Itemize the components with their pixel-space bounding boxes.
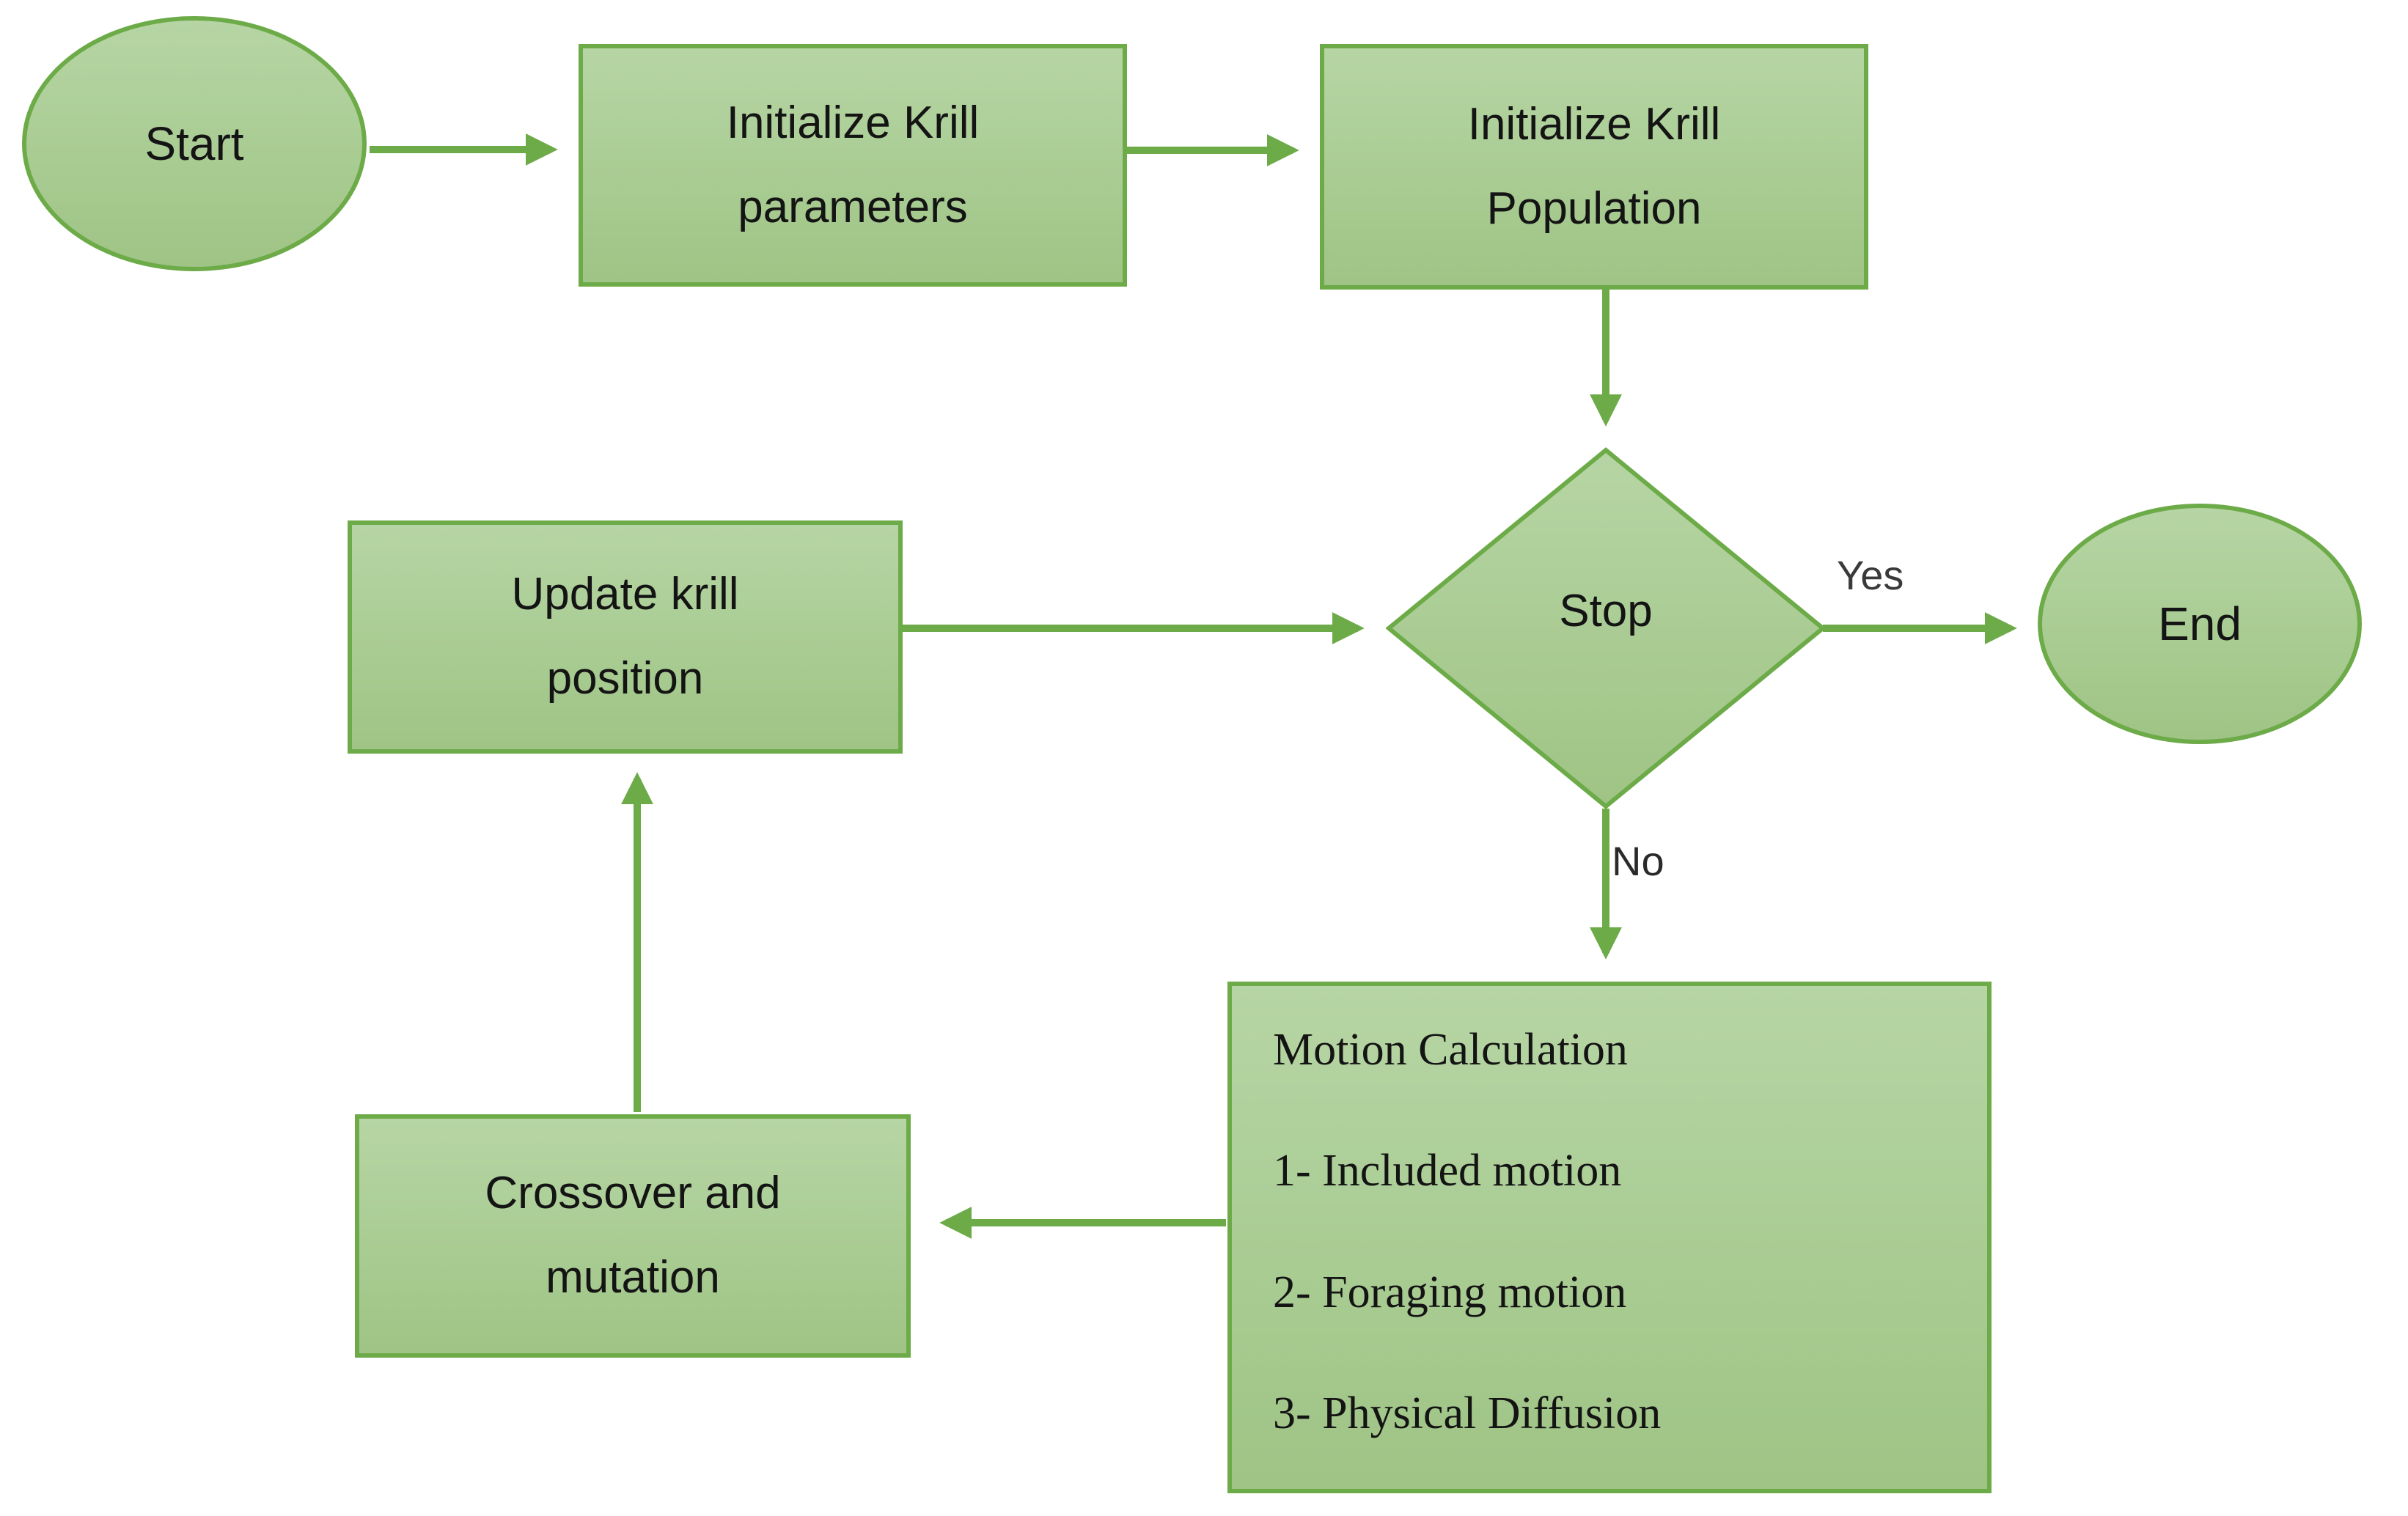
node-update-krill-position-line1: Update krill (511, 569, 739, 620)
node-end: End (2038, 504, 2362, 744)
motion-item-physical-diffusion: 3- Physical Diffusion (1273, 1388, 1662, 1438)
node-start-label: Start (144, 117, 244, 170)
node-update-krill-position: Update krill position (348, 520, 903, 754)
node-end-label: End (2158, 597, 2242, 650)
node-motion-calculation: Motion Calculation 1- Included motion 2-… (1227, 982, 1992, 1493)
node-initialize-krill-parameters-line2: parameters (738, 181, 968, 232)
stop-diamond-shape (1386, 447, 1826, 809)
node-crossover-and-mutation: Crossover and mutation (355, 1114, 911, 1358)
node-initialize-krill-parameters-line1: Initialize Krill (726, 97, 980, 148)
node-update-krill-position-line2: position (546, 653, 704, 704)
node-stop-label: Stop (1559, 585, 1653, 636)
motion-item-foraging-motion: 2- Foraging motion (1273, 1267, 1627, 1317)
node-initialize-krill-population-line2: Population (1486, 183, 1702, 234)
node-start: Start (22, 16, 367, 271)
node-initialize-krill-population-line1: Initialize Krill (1467, 98, 1721, 150)
node-crossover-and-mutation-line1: Crossover and (485, 1168, 781, 1219)
edge-label-yes: Yes (1837, 552, 1904, 598)
edge-label-no: No (1612, 838, 1664, 884)
motion-item-included-motion: 1- Included motion (1273, 1146, 1622, 1196)
node-initialize-krill-population: Initialize Krill Population (1320, 44, 1868, 290)
motion-calculation-title: Motion Calculation (1273, 1025, 1628, 1075)
node-initialize-krill-parameters: Initialize Krill parameters (579, 44, 1127, 287)
node-crossover-and-mutation-line2: mutation (546, 1252, 720, 1303)
node-stop-decision: Stop (1386, 447, 1826, 809)
